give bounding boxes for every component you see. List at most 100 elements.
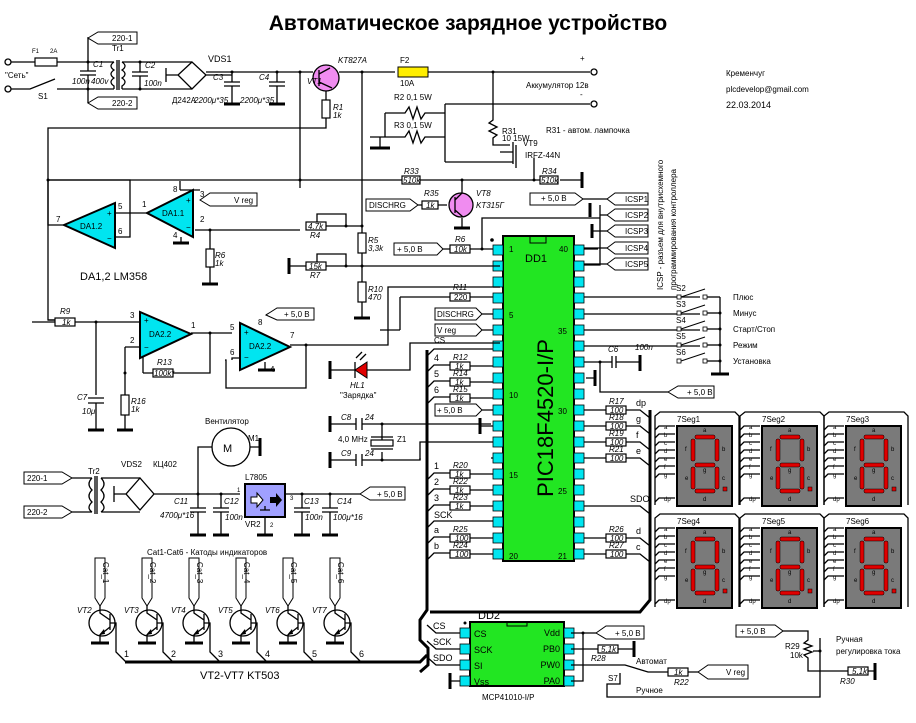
r13-value: 100k* [154, 369, 175, 378]
mcu-pin-left [492, 308, 504, 320]
switch-s3-label: S3 [676, 300, 686, 309]
transformer-tr1 [88, 60, 126, 90]
manual-note-2: регулировка тока [836, 647, 901, 656]
svg-text:f: f [749, 567, 751, 573]
segment-dp [722, 588, 728, 594]
da21-label: DA2.2 [149, 330, 172, 339]
svg-text:d: d [872, 497, 875, 503]
fan-motor-icon [211, 427, 251, 467]
discharge-circuit: DISCHRG R35 1k VT8 KT315Г [365, 180, 505, 230]
svg-text:e: e [685, 476, 689, 482]
svg-text:e: e [664, 457, 668, 463]
cathode-net-label: 6 [359, 649, 364, 659]
res-value: 100 [610, 534, 624, 543]
net-label: 1 [434, 461, 439, 471]
segment [779, 590, 801, 596]
svg-text:b: b [807, 447, 811, 453]
mcu-pin-left [492, 292, 504, 304]
net-cs: CS [434, 336, 445, 345]
c1-voltage: 400v [91, 77, 109, 86]
svg-text:a: a [788, 530, 792, 536]
mcu-pin-left [492, 420, 504, 432]
segment [799, 568, 805, 592]
segment [883, 540, 889, 564]
svg-text:b: b [891, 447, 895, 453]
pushbutton-icon[interactable] [702, 294, 708, 300]
res-label: R27 [609, 541, 624, 550]
r16-label: R16 [131, 397, 146, 406]
mcu-pin-left [492, 356, 504, 368]
pushbutton-icon[interactable] [702, 358, 708, 364]
dd2-net-label: SCK [433, 637, 452, 647]
resistor-r13 [152, 368, 174, 378]
resistor-r25 [449, 533, 471, 543]
net-flag-cat_4 [235, 557, 247, 607]
mcu-pin-right [573, 292, 585, 304]
segment [883, 466, 889, 490]
battery-plus-terminal-icon [590, 68, 598, 76]
segment [694, 590, 716, 596]
plus5-flag-label: + 5,0 В [284, 310, 310, 319]
mcu-type: PIC18F4520-I/P [533, 339, 558, 497]
r11-value: 220 [454, 293, 468, 302]
pin-label: 4 [173, 231, 178, 240]
transistor-label: VT5 [218, 606, 233, 615]
r25-label: R25 [453, 525, 468, 534]
pin-label: 40 [559, 245, 568, 254]
svg-text:a: a [703, 428, 707, 434]
pin-label: 3 [200, 190, 205, 199]
led-icon [354, 361, 368, 379]
r5-value: 3,3k [368, 244, 384, 253]
res-value: 100 [610, 550, 624, 559]
svg-text:−: − [186, 223, 191, 232]
pin-label: 5 [230, 323, 235, 332]
pushbutton-icon[interactable] [702, 326, 708, 332]
r34-label: R34 [542, 167, 557, 176]
mcu-pin-right [573, 500, 585, 512]
c9-label: C9 [341, 449, 352, 458]
fuse-f1-label: F1 [32, 49, 40, 55]
svg-text:a: a [872, 428, 876, 434]
resistor-r9 [54, 317, 76, 327]
svg-text:f: f [854, 447, 856, 453]
pin-label: 1 [237, 488, 241, 494]
pushbutton-icon[interactable] [702, 310, 708, 316]
pin-label: 3 [130, 311, 135, 320]
svg-text:d: d [749, 551, 752, 557]
mcu-pin-right [573, 548, 585, 560]
pushbutton-icon[interactable] [702, 342, 708, 348]
dd2-net-label: SDO [433, 653, 453, 663]
switch-s4-label: S4 [676, 316, 686, 325]
r30-value: 5,1k [852, 667, 868, 676]
r22-label: R22 [674, 678, 689, 687]
switch-s6-label: S6 [676, 348, 686, 357]
segment [714, 466, 720, 490]
da11-label: DA1.1 [162, 209, 185, 218]
svg-text:g: g [788, 468, 791, 474]
mcu-pin-left [492, 532, 504, 544]
plus5-label: + 5,0 В [740, 627, 766, 636]
dd2-pin-label: SI [474, 661, 483, 671]
c8-label: C8 [341, 413, 352, 422]
svg-text:a: a [749, 425, 753, 431]
segment [690, 568, 696, 592]
r29-value: 10k [790, 651, 804, 660]
mcu-pin-left [492, 516, 504, 528]
resistor-r6 [205, 248, 215, 268]
svg-text:d: d [872, 599, 875, 605]
c14-value: 100μ*16 [333, 513, 363, 522]
svg-text:c: c [664, 543, 667, 549]
plus5-flag-label: + 5,0 В [397, 245, 423, 254]
dd2-pin-left [459, 659, 471, 671]
icsp-flag-label: ICSP1 [625, 195, 649, 204]
svg-text:−: − [107, 234, 112, 243]
mcu-pin-left [492, 436, 504, 448]
opamp-da1-2 [61, 201, 116, 250]
crystal-z1-icon [370, 439, 394, 447]
net-flag-plus5 [434, 403, 483, 417]
opamp-da1: DA1.2 DA1.1 +− +− 5 6 7 1 8 3 2 4 V reg … [46, 178, 500, 320]
svg-text:g: g [833, 575, 836, 581]
svg-text:f: f [664, 465, 666, 471]
mcu-pin-right [573, 260, 585, 272]
